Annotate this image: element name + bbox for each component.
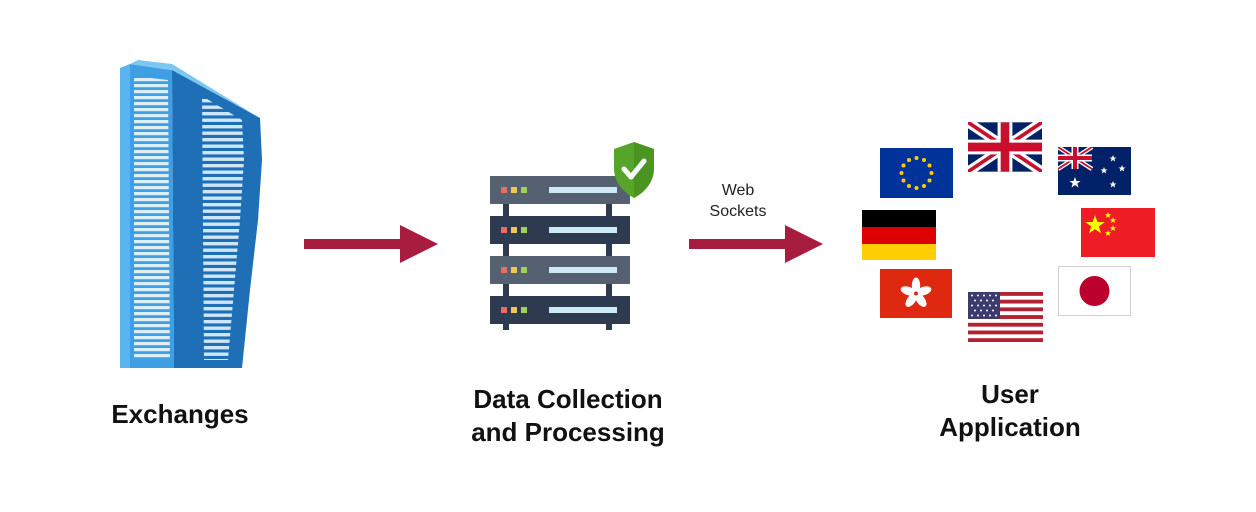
arrow-exchanges-to-processing	[304, 225, 439, 263]
hong-kong-flag-icon	[880, 269, 952, 318]
eu-flag-icon	[880, 148, 953, 198]
uk-flag-icon	[968, 122, 1042, 172]
processing-node	[485, 138, 665, 333]
exchanges-node	[110, 60, 280, 375]
australia-flag-icon	[1058, 147, 1131, 195]
exchanges-label: Exchanges	[111, 399, 249, 429]
websockets-label: Web Sockets	[709, 182, 767, 220]
skyscraper-icon	[120, 60, 262, 368]
germany-flag-icon	[862, 210, 936, 260]
usa-flag-icon	[968, 292, 1043, 342]
server-rack-icon	[490, 176, 630, 330]
processing-label: Data Collection and Processing	[471, 384, 665, 447]
arrow-processing-to-user	[689, 225, 824, 263]
china-flag-icon	[1081, 208, 1155, 257]
user-application-label: User Application	[939, 379, 1081, 442]
japan-flag-icon	[1058, 266, 1131, 316]
shield-check-icon	[610, 140, 658, 200]
